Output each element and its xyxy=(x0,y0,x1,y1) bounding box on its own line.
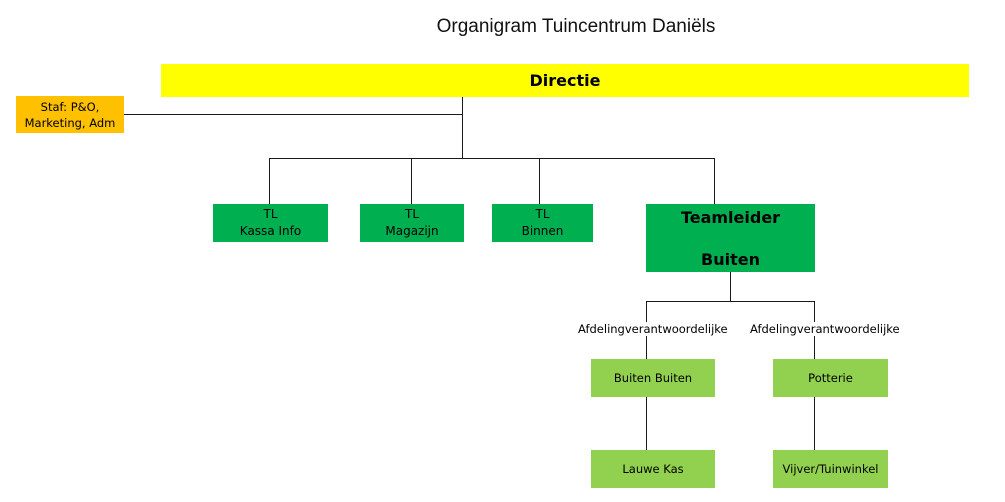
connector-afdeling-bus xyxy=(646,301,815,303)
node-label: Teamleider xyxy=(680,208,781,227)
connector-sub-1 xyxy=(646,396,648,450)
node-label: Buiten xyxy=(701,250,760,269)
connector-buiten-down xyxy=(730,272,732,302)
connector-tl-binnen xyxy=(539,158,541,204)
node-vijver-tuinwinkel: Vijver/Tuinwinkel xyxy=(773,450,888,488)
node-staf-line2: Marketing, Adm xyxy=(24,115,116,130)
node-staf: Staf: P&O, Marketing, Adm xyxy=(16,96,124,133)
connector-staf xyxy=(124,114,463,116)
node-label: Binnen xyxy=(521,224,564,238)
node-label: Kassa Info xyxy=(239,224,302,238)
role-label-afdeling-2: Afdelingverantwoordelijke xyxy=(748,322,902,336)
node-label: Buiten Buiten xyxy=(613,371,693,385)
node-label: Potterie xyxy=(808,371,853,385)
node-label: Lauwe Kas xyxy=(622,462,684,476)
node-potterie: Potterie xyxy=(773,359,888,397)
node-tl-magazijn: TL Magazijn xyxy=(360,204,464,242)
connector-directie-down xyxy=(462,97,464,159)
node-staf-line1: Staf: P&O, xyxy=(40,99,100,114)
node-label: TL xyxy=(263,207,278,221)
connector-tl-buiten xyxy=(714,158,716,204)
connector-sub-2 xyxy=(814,396,816,450)
node-directie: Directie xyxy=(161,64,969,97)
node-label: TL xyxy=(404,207,419,221)
chart-title: Organigram Tuincentrum Daniëls xyxy=(436,16,716,37)
connector-tl-magazijn xyxy=(411,158,413,204)
node-teamleider-buiten: Teamleider Buiten xyxy=(646,204,815,272)
node-label: TL xyxy=(535,207,550,221)
connector-tl-kassa xyxy=(269,158,271,204)
node-label: Magazijn xyxy=(385,224,439,238)
role-label-afdeling-1: Afdelingverantwoordelijke xyxy=(576,322,730,336)
node-directie-label: Directie xyxy=(529,71,601,90)
node-lauwe-kas: Lauwe Kas xyxy=(591,450,715,488)
node-label: Vijver/Tuinwinkel xyxy=(782,462,879,476)
node-tl-kassa-info: TL Kassa Info xyxy=(213,204,328,242)
connector-tl-bus xyxy=(269,158,715,160)
node-tl-binnen: TL Binnen xyxy=(492,204,593,242)
node-buiten-buiten: Buiten Buiten xyxy=(591,359,715,397)
